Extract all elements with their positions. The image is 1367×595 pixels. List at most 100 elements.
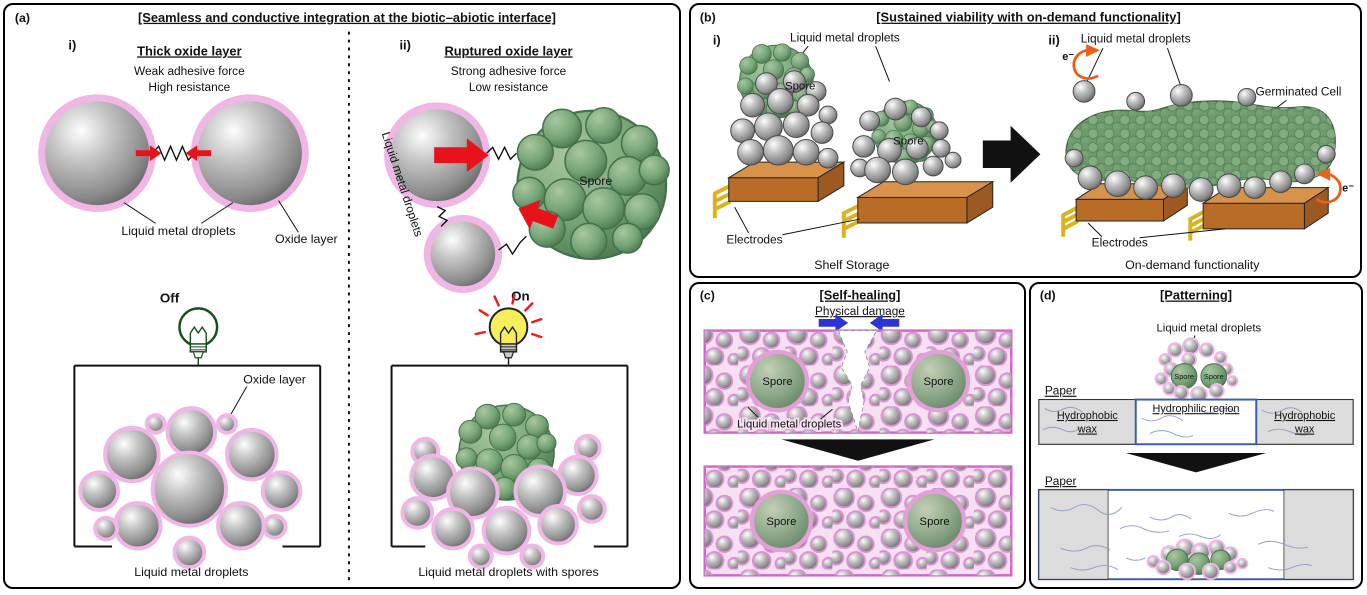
panel-c-canvas: (c) [Self-healing] Physical damage Spore…: [700, 289, 1013, 577]
wax-bottom-left: [1038, 489, 1109, 580]
c-top-spore2-label: Spore: [923, 376, 953, 388]
droplet-row-ii: [1064, 80, 1336, 202]
panel-c-title: [Self-healing]: [820, 289, 901, 303]
healing-arrow: [781, 439, 935, 461]
droplet-pair: [38, 94, 309, 213]
weak-force-arrow-right: [185, 145, 212, 162]
b-i-caption: Shelf Storage: [814, 258, 889, 272]
electrode-block-2: [856, 180, 995, 224]
electrode-block-1: [726, 161, 846, 203]
electron-label-1: e⁻: [1062, 51, 1074, 63]
germinated-cell-label: Germinated Cell: [1255, 84, 1341, 98]
droplet-cluster-on-back: [409, 433, 602, 502]
b-i-spore2-label: Spore: [893, 135, 923, 147]
panel-d-canvas: (d) [Patterning] Liquid metal droplets S…: [1037, 288, 1355, 581]
c-top-spore1-label: Spore: [762, 376, 792, 388]
d-cluster-top-back: [1154, 337, 1239, 387]
thick-oxide-heading: Thick oxide layer: [137, 43, 242, 58]
zigzag-bottom: [498, 235, 527, 256]
panel-b-canvas: (b) [Sustained viability with on-demand …: [700, 10, 1354, 272]
panel-c: (c) [Self-healing] Physical damage Spore…: [689, 282, 1026, 589]
damage-arrow-right: [869, 314, 900, 332]
oxide-pointer-off: [230, 386, 248, 415]
bulb-on-label: On: [511, 288, 530, 303]
wax-bottom-right: [1283, 489, 1354, 580]
transition-arrow: [982, 125, 1041, 183]
ruptured-oxide-heading: Ruptured oxide layer: [444, 43, 572, 58]
panel-a-title: [Seamless and conductive integration at …: [138, 10, 556, 25]
b-i-spore1-label: Spore: [785, 80, 815, 92]
d-paper-top-label: Paper: [1045, 385, 1077, 398]
d-cluster-bottom-front: [1155, 557, 1249, 581]
panel-d: (d) [Patterning] Liquid metal droplets S…: [1029, 282, 1363, 589]
composite-healed: Spore Spore: [703, 465, 1013, 577]
b-i-electrodes-label: Electrodes: [726, 233, 782, 247]
panel-b-tag: (b): [700, 11, 716, 25]
b-i-electrodes-ptr1: [734, 207, 750, 234]
wax-right-label-2: wax: [1294, 424, 1315, 436]
paper-strip-top: Hydrophobic wax Hydrophilic region Hydro…: [1038, 398, 1354, 446]
b-ii-electrodes-ptr1: [1087, 222, 1103, 238]
d-paper-bottom-label: Paper: [1045, 475, 1077, 488]
bulb-off-label: Off: [160, 290, 180, 305]
paper-strip-bottom: [1037, 488, 1355, 581]
strong-force-arrow-1: [434, 138, 489, 172]
caption-on: Liquid metal droplets with spores: [418, 565, 598, 579]
spore-label-ii: Spore: [579, 174, 612, 188]
droplet-cluster-on: [400, 464, 607, 570]
panel-b-title: [Sustained viability with on-demand func…: [876, 10, 1181, 25]
b-ii-label: ii): [1048, 32, 1059, 47]
patterning-arrow: [1125, 452, 1267, 473]
electron-arrow-1: [1072, 44, 1100, 80]
b-ii-droplets-label: Liquid metal droplets: [1081, 31, 1191, 45]
wax-region-left: [1038, 399, 1137, 445]
paper-fibers-top: [1042, 406, 1308, 438]
wax-left-label-1: Hydrophobic: [1057, 410, 1119, 422]
droplet-pile-2: [850, 97, 962, 186]
electron-arrow-2: [1315, 167, 1342, 204]
b-i-label: i): [713, 32, 721, 47]
d-spore2-label: Spore: [1204, 372, 1224, 381]
d-droplets-label: Liquid metal droplets: [1156, 323, 1261, 335]
zigzag-mid: [436, 205, 449, 227]
resistor-zigzag: [152, 144, 195, 162]
composite-damaged: Spore Spore Liquid metal droplets: [703, 329, 1013, 434]
electron-label-2: e⁻: [1342, 183, 1354, 195]
panel-b: (b) [Sustained viability with on-demand …: [689, 3, 1362, 278]
weak-force-label: Weak adhesive force: [134, 64, 245, 78]
hydrophilic-region-box: [1134, 398, 1258, 446]
wax-right-label-1: Hydrophobic: [1274, 410, 1336, 422]
c-bottom-spore1-label: Spore: [766, 516, 796, 528]
oxide-label-off: Oxide layer: [243, 372, 306, 386]
bulb-on-rays: [474, 293, 543, 339]
panel-a-canvas: (a) [Seamless and conductive integration…: [15, 10, 671, 582]
spores-healed: [749, 489, 967, 553]
d-spores-top: [1170, 363, 1228, 390]
d-spore1-label: Spore: [1174, 372, 1194, 381]
b-ii-electrodes-label: Electrodes: [1092, 236, 1148, 250]
sub-i-label: i): [68, 37, 76, 52]
spores-damaged: [745, 349, 971, 413]
bulb-on-icon: [488, 307, 529, 366]
c-droplets-ptr1: [747, 406, 761, 420]
strong-force-label: Strong adhesive force: [451, 64, 567, 78]
high-resistance-label: High resistance: [148, 80, 230, 94]
b-i-droplets-ptr2: [875, 46, 890, 82]
zigzag-top: [486, 145, 517, 161]
electrode-pins-i: [712, 183, 861, 238]
sub-ii-label: ii): [399, 37, 410, 52]
panel-c-tag: (c): [700, 289, 715, 303]
panel-d-title: [Patterning]: [1160, 288, 1232, 303]
paper-fibers-bottom: [1050, 504, 1312, 571]
panel-a-tag: (a): [15, 11, 30, 25]
oxide-pointer-i: [278, 200, 299, 233]
droplets-label-i: Liquid metal droplets: [121, 224, 235, 238]
hydrophilic-label: Hydrophilic region: [1153, 403, 1240, 415]
b-ii-droplets-ptr2: [1166, 48, 1182, 88]
b-ii-caption: On-demand functionality: [1125, 258, 1260, 272]
circuit-off-wires: [73, 364, 322, 548]
c-droplets-label: Liquid metal droplets: [737, 419, 842, 431]
low-resistance-label: Low resistance: [469, 80, 549, 94]
wax-left-label-2: wax: [1077, 424, 1098, 436]
